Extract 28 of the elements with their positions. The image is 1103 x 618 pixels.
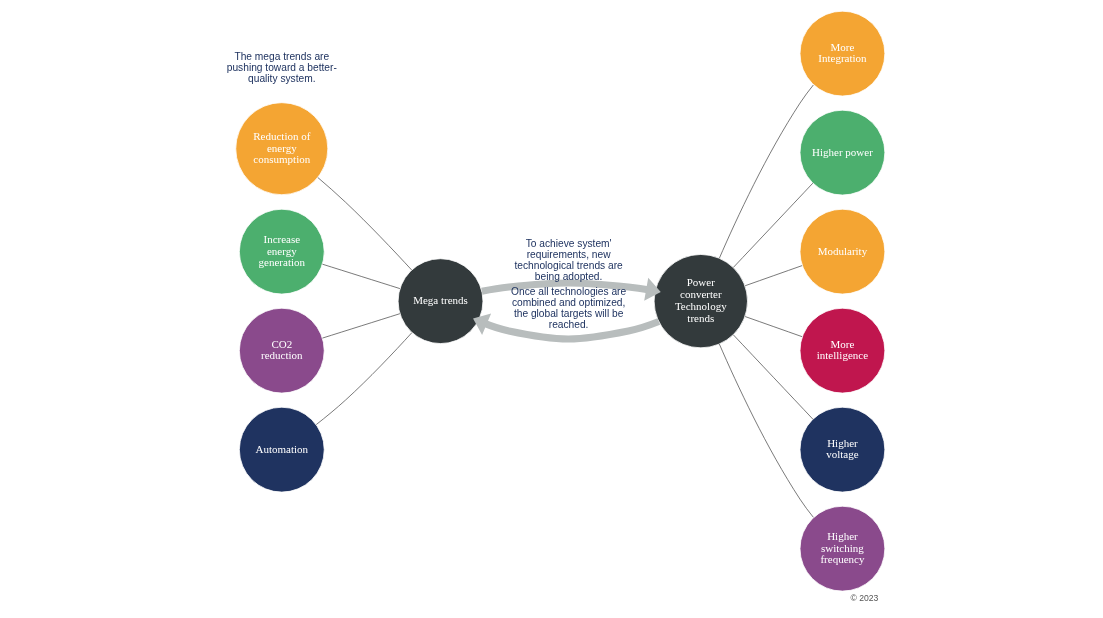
caption: © 2023 bbox=[850, 593, 879, 604]
node-circle: Automation bbox=[238, 406, 325, 493]
connector bbox=[315, 332, 413, 425]
label: The mega trends are pushing toward a better-quality system. bbox=[226, 51, 337, 85]
connector bbox=[732, 182, 814, 268]
node-circle: More intelligence bbox=[799, 307, 886, 394]
connector bbox=[732, 334, 814, 420]
connector bbox=[322, 313, 401, 339]
node-circle: More Integration bbox=[799, 10, 886, 97]
node-circle: Higher switching frequency bbox=[799, 505, 886, 592]
arrow bbox=[473, 313, 661, 343]
connector bbox=[317, 177, 413, 271]
edge-label: Once all technologies are combined and optimized, the global targets will be reached. bbox=[511, 286, 627, 331]
arrow bbox=[481, 277, 661, 301]
node-circle: Reduction of energy consumption bbox=[235, 102, 329, 196]
connector bbox=[744, 265, 803, 287]
node-circle: Mega trends bbox=[397, 258, 484, 344]
connector bbox=[718, 343, 814, 518]
node-circle: Modularity bbox=[799, 208, 886, 295]
connector bbox=[322, 263, 401, 289]
connector bbox=[744, 316, 803, 338]
node-circle: CO2 reduction bbox=[238, 307, 325, 394]
node-circle: Higher power bbox=[799, 109, 886, 196]
node-circle: Higher voltage bbox=[799, 406, 886, 493]
node-circle: Power converter Technology trends bbox=[653, 254, 748, 349]
connector bbox=[718, 84, 814, 259]
edge-label: To achieve system' requirements, new technological trends are being adopted. bbox=[514, 238, 623, 283]
node-circle: Increase energy generation bbox=[238, 208, 325, 295]
